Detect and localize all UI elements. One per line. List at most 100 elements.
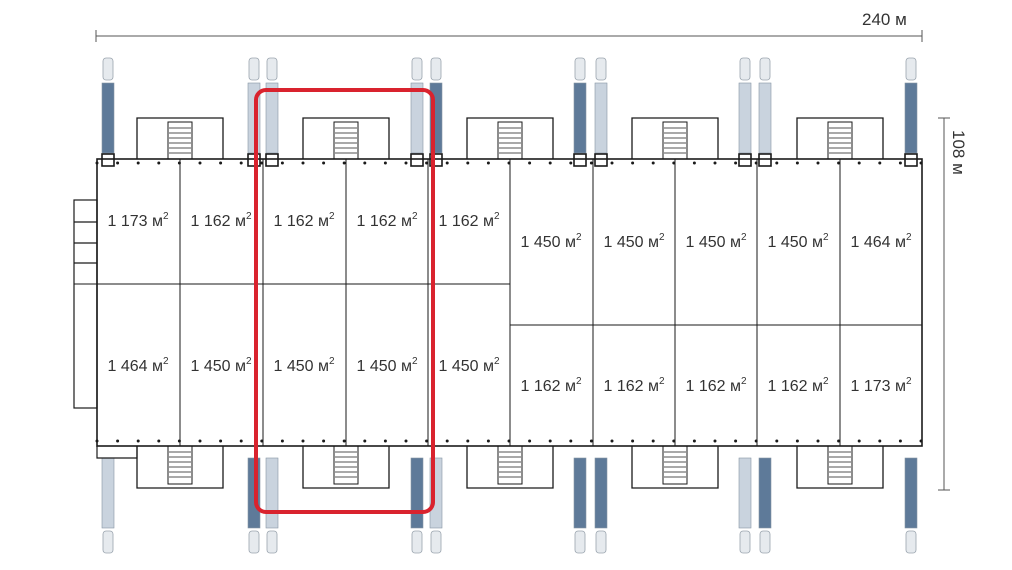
left-annex	[73, 199, 98, 409]
column-marker	[280, 161, 284, 165]
unit-area-label[interactable]: 1 173 м2	[107, 211, 168, 230]
column-marker	[775, 439, 779, 443]
column-marker	[734, 161, 738, 165]
column-marker	[631, 161, 635, 165]
unit-area-label[interactable]: 1 450 м2	[273, 356, 334, 375]
column-marker	[548, 161, 552, 165]
unit-area-label[interactable]: 1 450 м2	[356, 356, 417, 375]
unit-area-label[interactable]: 1 162 м2	[603, 376, 664, 395]
column-marker	[157, 439, 161, 443]
stair-core-bottom	[302, 445, 390, 489]
column-marker	[692, 439, 696, 443]
unit-area-label[interactable]: 1 450 м2	[685, 232, 746, 251]
column-marker	[116, 161, 120, 165]
column-marker	[404, 161, 408, 165]
column-marker	[651, 161, 655, 165]
unit-area-label[interactable]: 1 450 м2	[767, 232, 828, 251]
column-marker	[342, 161, 346, 165]
stair-core-bottom	[631, 445, 719, 489]
column-marker	[816, 161, 820, 165]
truck-icon	[594, 57, 608, 167]
unit-area-label[interactable]: 1 162 м2	[520, 376, 581, 395]
column-marker	[692, 161, 696, 165]
column-marker	[878, 161, 882, 165]
column-marker	[569, 439, 573, 443]
unit-area-label[interactable]: 1 464 м2	[107, 356, 168, 375]
column-marker	[610, 161, 614, 165]
stair-core-bottom	[466, 445, 554, 489]
column-marker	[260, 439, 264, 443]
width-label: 240 м	[862, 10, 907, 29]
column-marker	[425, 161, 429, 165]
unit-area-label[interactable]: 1 450 м2	[520, 232, 581, 251]
column-marker	[136, 439, 140, 443]
stair-core-top	[796, 117, 884, 160]
unit-area-label[interactable]: 1 162 м2	[438, 211, 499, 230]
column-marker	[177, 161, 181, 165]
column-marker	[177, 439, 181, 443]
truck-icon	[265, 57, 279, 167]
truck-icon	[904, 457, 918, 554]
truck-icon	[758, 457, 772, 554]
column-marker	[486, 439, 490, 443]
column-marker	[136, 161, 140, 165]
column-marker	[280, 439, 284, 443]
column-marker	[754, 161, 758, 165]
column-marker	[383, 439, 387, 443]
unit-area-label[interactable]: 1 450 м2	[438, 356, 499, 375]
column-marker	[672, 161, 676, 165]
stair-core-bottom	[796, 445, 884, 489]
column-marker	[734, 439, 738, 443]
column-marker	[754, 439, 758, 443]
unit-area-label[interactable]: 1 173 м2	[850, 376, 911, 395]
column-marker	[857, 439, 861, 443]
grid-layer	[74, 159, 923, 446]
column-marker	[322, 161, 326, 165]
column-marker	[528, 439, 532, 443]
truck-icon	[410, 457, 424, 554]
stair-core-top	[631, 117, 719, 160]
unit-labels-layer: 1 173 м2 1 162 м2 1 162 м2 1 162 м2 1 162 м2…	[107, 211, 911, 395]
column-marker	[898, 161, 902, 165]
column-marker	[445, 439, 449, 443]
column-marker	[239, 439, 243, 443]
truck-icon	[738, 457, 752, 554]
column-marker	[466, 439, 470, 443]
unit-area-label[interactable]: 1 162 м2	[356, 211, 417, 230]
unit-area-label[interactable]: 1 162 м2	[273, 211, 334, 230]
unit-area-label[interactable]: 1 450 м2	[603, 232, 664, 251]
unit-area-label[interactable]: 1 162 м2	[190, 211, 251, 230]
column-marker	[157, 161, 161, 165]
stair-core-top	[136, 117, 224, 160]
truck-icon	[573, 57, 587, 167]
truck-icon	[594, 457, 608, 554]
unit-area-label[interactable]: 1 162 м2	[767, 376, 828, 395]
column-marker	[322, 439, 326, 443]
column-marker	[898, 439, 902, 443]
column-marker	[95, 161, 99, 165]
column-marker	[363, 161, 367, 165]
unit-area-label[interactable]: 1 162 м2	[685, 376, 746, 395]
end-block	[96, 446, 138, 459]
truck-icon	[904, 57, 918, 167]
truck-icon	[265, 457, 279, 554]
unit-area-label[interactable]: 1 450 м2	[190, 356, 251, 375]
column-marker	[857, 161, 861, 165]
truck-icon	[738, 57, 752, 167]
column-marker	[507, 439, 511, 443]
column-marker	[837, 161, 841, 165]
column-marker	[198, 439, 202, 443]
truck-icon	[101, 57, 115, 167]
truck-icon	[573, 457, 587, 554]
stair-core-top	[466, 117, 554, 160]
stair-core-bottom	[136, 445, 224, 489]
depth-label: 108 м	[949, 130, 968, 175]
column-marker	[610, 439, 614, 443]
column-marker	[816, 439, 820, 443]
column-marker	[548, 439, 552, 443]
column-marker	[466, 161, 470, 165]
unit-area-label[interactable]: 1 464 м2	[850, 232, 911, 251]
column-marker	[301, 161, 305, 165]
selected-section-highlight[interactable]	[254, 88, 435, 514]
truck-icon	[410, 57, 424, 167]
